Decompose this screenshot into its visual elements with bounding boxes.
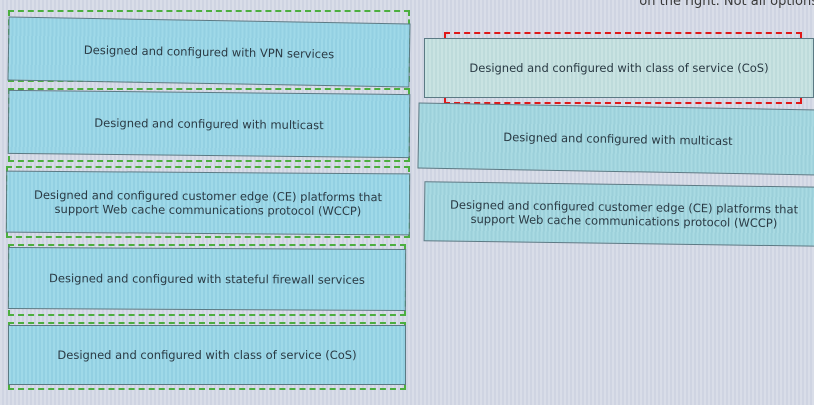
option-label: Designed and configured with class of se…	[57, 348, 357, 362]
option-card-wccp[interactable]: Designed and configured customer edge (C…	[5, 170, 411, 236]
answer-label: Designed and configured customer edge (C…	[450, 197, 799, 231]
option-label: Designed and configured customer edge (C…	[33, 187, 383, 219]
answer-label: Designed and configured with multicast	[503, 129, 733, 148]
option-card-cos[interactable]: Designed and configured with class of se…	[8, 325, 406, 385]
answer-label: Designed and configured with class of se…	[469, 61, 769, 75]
option-card-multicast[interactable]: Designed and configured with multicast	[7, 89, 411, 159]
option-card-vpn[interactable]: Designed and configured with VPN service…	[7, 16, 411, 88]
option-label: Designed and configured with multicast	[94, 115, 324, 133]
instruction-text: on the right. Not all options	[639, 0, 814, 9]
answer-card-multicast[interactable]: Designed and configured with multicast	[417, 102, 814, 176]
option-label: Designed and configured with stateful fi…	[49, 271, 365, 287]
option-label: Designed and configured with VPN service…	[83, 42, 335, 62]
answer-card-cos[interactable]: Designed and configured with class of se…	[424, 38, 814, 98]
option-card-firewall[interactable]: Designed and configured with stateful fi…	[7, 246, 407, 312]
answer-card-wccp[interactable]: Designed and configured customer edge (C…	[423, 181, 814, 247]
